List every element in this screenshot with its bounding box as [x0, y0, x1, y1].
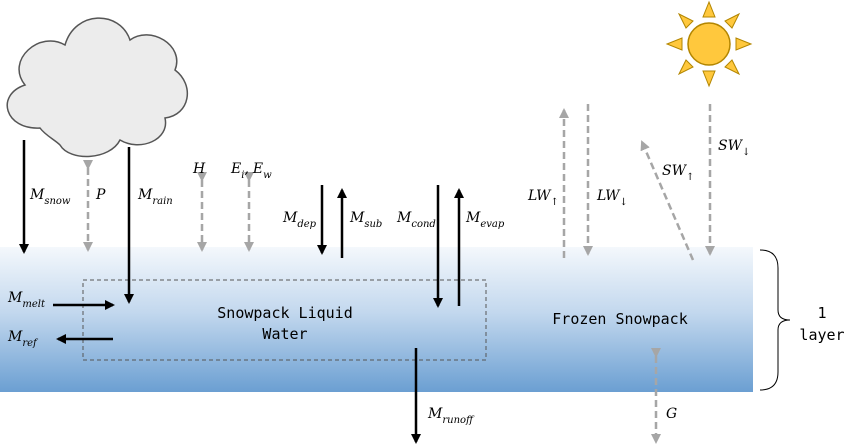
snowpack-liquid-water-label: Snowpack Liquid	[217, 304, 352, 322]
m-evap-label: Mevap	[465, 210, 505, 230]
snowpack-layer	[0, 247, 753, 392]
layer-brace	[759, 249, 791, 391]
frozen-snowpack-label: Frozen Snowpack	[552, 310, 687, 328]
sw-up-label: SW↑	[662, 163, 694, 183]
lw-up-label: LW↑	[527, 188, 559, 208]
lw-down-label: LW↓	[596, 188, 628, 208]
m-ref-label: Mref	[7, 329, 39, 349]
e-label: Ei,Ew	[230, 161, 272, 181]
m-melt-label: Mmelt	[7, 290, 46, 310]
h-label: H	[192, 161, 206, 177]
layer-label-2: layer	[799, 326, 844, 344]
m-cond-label: Mcond	[396, 210, 436, 230]
m-snow-label: Msnow	[29, 187, 71, 207]
m-sub-label: Msub	[349, 210, 382, 230]
sun-icon	[665, 0, 753, 88]
liquid-water-box	[82, 279, 487, 361]
snowpack-liquid-water-label-2: Water	[262, 325, 307, 343]
sw-up-arrow	[640, 140, 695, 261]
m-dep-label: Mdep	[282, 210, 317, 230]
m-rain-label: Mrain	[137, 187, 173, 207]
layer-label-1: 1	[817, 304, 826, 322]
cloud-icon	[6, 17, 189, 158]
p-label: P	[95, 187, 106, 203]
sw-down-label: SW↓	[718, 138, 750, 158]
m-runoff-label: Mrunoff	[427, 406, 475, 426]
g-label: G	[666, 406, 677, 422]
